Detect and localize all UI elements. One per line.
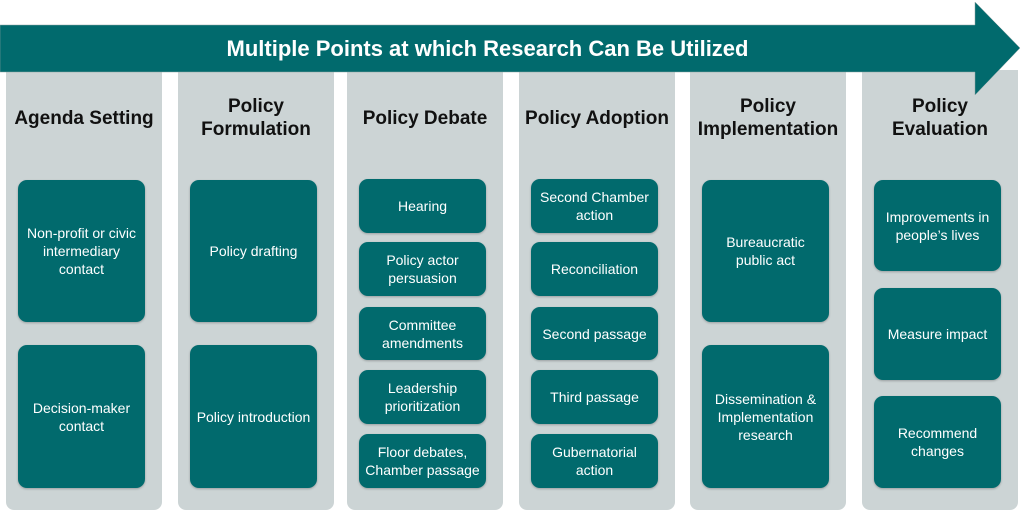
stage-item: Measure impact: [874, 288, 1001, 380]
stage-item: Reconciliation: [531, 242, 658, 296]
stage-heading: Policy Debate: [362, 107, 488, 129]
stage-item: Policy drafting: [190, 180, 317, 322]
stage-heading: Policy Implementation: [697, 96, 839, 140]
stage-heading: Agenda Setting: [14, 107, 154, 129]
stage-item: Non-profit or civic intermediary contact: [18, 180, 145, 322]
process-arrow: [0, 1, 1021, 96]
stage-item: Second passage: [531, 307, 658, 360]
stage-item: Leadership prioritization: [359, 370, 486, 424]
stage-item: Second Chamber action: [531, 179, 658, 233]
stage-item: Recommend changes: [874, 396, 1001, 488]
stage-item: Improvements in people’s lives: [874, 180, 1001, 271]
stage-heading: Policy Evaluation: [891, 96, 989, 140]
stage-heading: Policy Formulation: [201, 96, 311, 140]
stage-item: Gubernatorial action: [531, 434, 658, 488]
stage-item: Decision-maker contact: [18, 345, 145, 488]
stage-item: Dissemination & Implementation research: [702, 345, 829, 488]
stage-item: Hearing: [359, 179, 486, 233]
stage-item: Floor debates, Chamber passage: [359, 434, 486, 488]
stage-item: Policy introduction: [190, 345, 317, 488]
stage-item: Third passage: [531, 370, 658, 424]
stage-item: Bureaucratic public act: [702, 180, 829, 322]
stage-heading: Policy Adoption: [525, 107, 669, 129]
stage-item: Committee amendments: [359, 307, 486, 360]
stage-item: Policy actor persuasion: [359, 242, 486, 296]
diagram-title: Multiple Points at which Research Can Be…: [226, 35, 749, 61]
